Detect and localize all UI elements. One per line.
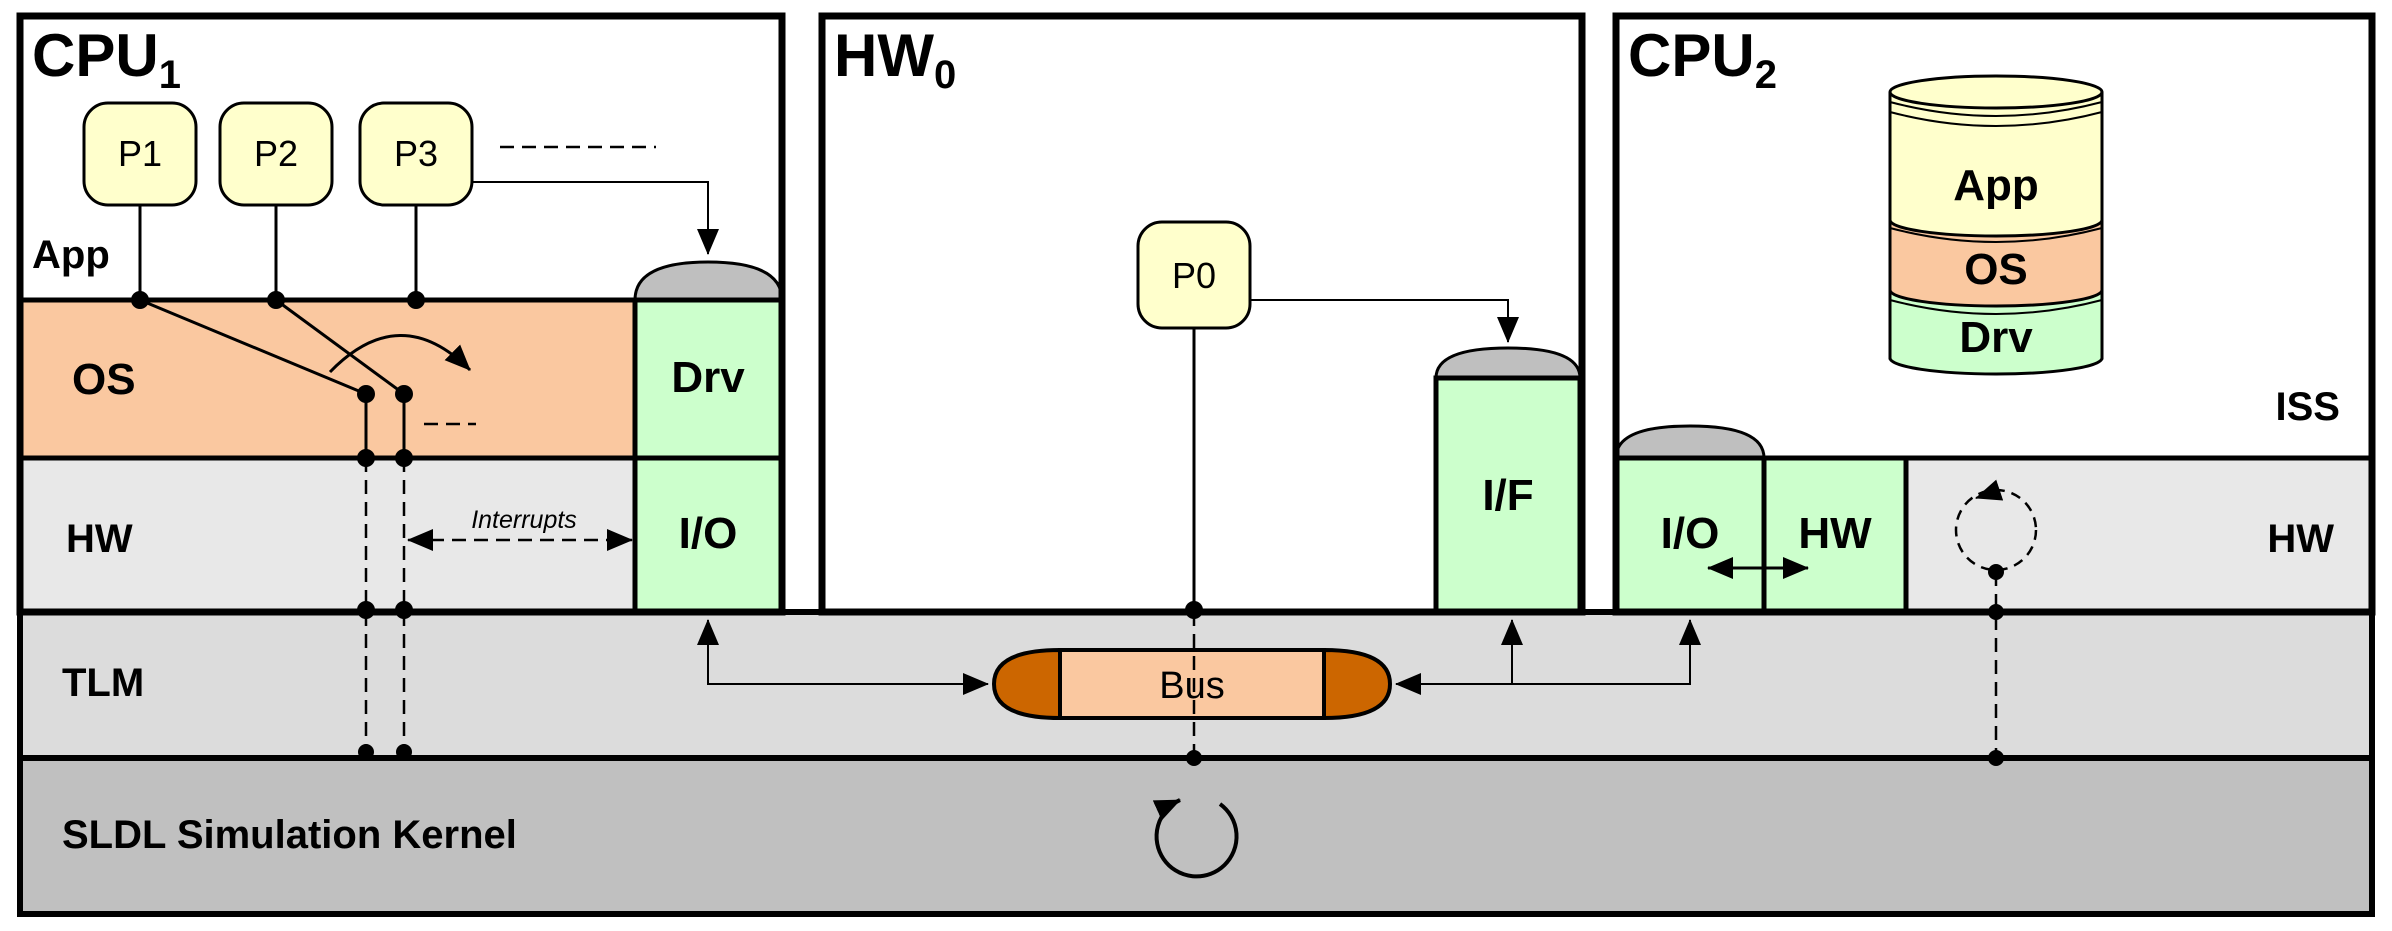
- bus-left-end: [991, 647, 1062, 721]
- cpu1-io-to-bus: [697, 619, 989, 695]
- cpu2-hw-label: HW: [2267, 517, 2334, 561]
- cpu1-io-label: I/O: [679, 509, 738, 558]
- scheduler-rotation-arrow: [328, 334, 472, 374]
- cpu2-io-label: I/O: [1661, 509, 1720, 558]
- cpu1-driver: [632, 297, 785, 461]
- hw0-title: HW0: [834, 22, 956, 97]
- stack-app-label: App: [1953, 161, 2039, 210]
- process-p1-label: P1: [118, 133, 162, 174]
- p3-to-driver-arrow: [472, 181, 719, 255]
- interrupts-label: Interrupts: [471, 506, 577, 534]
- cpu2-iss-label: ISS: [2276, 385, 2340, 429]
- cpu1-hw-label: HW: [66, 517, 133, 561]
- bus-right-end: [1322, 647, 1393, 721]
- cpu1-title: CPU1: [32, 22, 181, 97]
- cpu1-os-label: OS: [72, 355, 136, 404]
- bus-label: Bus: [1159, 665, 1224, 707]
- hw0-block: HW0 P0 I/F: [818, 12, 1586, 619]
- stack-os-label: OS: [1964, 245, 2028, 294]
- interface-block: [1433, 375, 1583, 615]
- cpu1-block: CPU1 App OS HW Drv I/O P1 P2 P3: [16, 12, 786, 760]
- kernel-band: [17, 755, 2375, 917]
- p0-to-interface-arrow: [1250, 299, 1519, 343]
- bus: Bus: [991, 647, 1393, 721]
- bus-body: [1058, 648, 1326, 720]
- process-p2-label: P2: [254, 133, 298, 174]
- cpu1-app-label: App: [32, 233, 110, 277]
- tlm-label: TLM: [62, 661, 144, 705]
- kernel-label: SLDL Simulation Kernel: [62, 813, 517, 857]
- kernel-rotation-arrow: [1152, 798, 1239, 879]
- cpu2-io-cap: [1614, 424, 1766, 460]
- interface-cap: [1434, 346, 1582, 380]
- cpu2-block: CPU2 ISS I/O HW HW App OS Drv: [1612, 12, 2376, 766]
- process-p0-label: P0: [1172, 255, 1216, 296]
- software-stack: App OS Drv: [1888, 74, 2104, 376]
- cpu1-driver-cap: [633, 260, 784, 302]
- cpu2-hw-block-label: HW: [1798, 509, 1872, 558]
- process-p3-label: P3: [394, 133, 438, 174]
- interface-label: I/F: [1482, 471, 1533, 520]
- stack-drv-label: Drv: [1959, 313, 2033, 362]
- cpu1-driver-label: Drv: [671, 353, 745, 402]
- cpu2-title: CPU2: [1628, 22, 1777, 97]
- cpu2-hw-block: [1761, 455, 1909, 615]
- bus-to-cpu2-io: [1395, 619, 1701, 695]
